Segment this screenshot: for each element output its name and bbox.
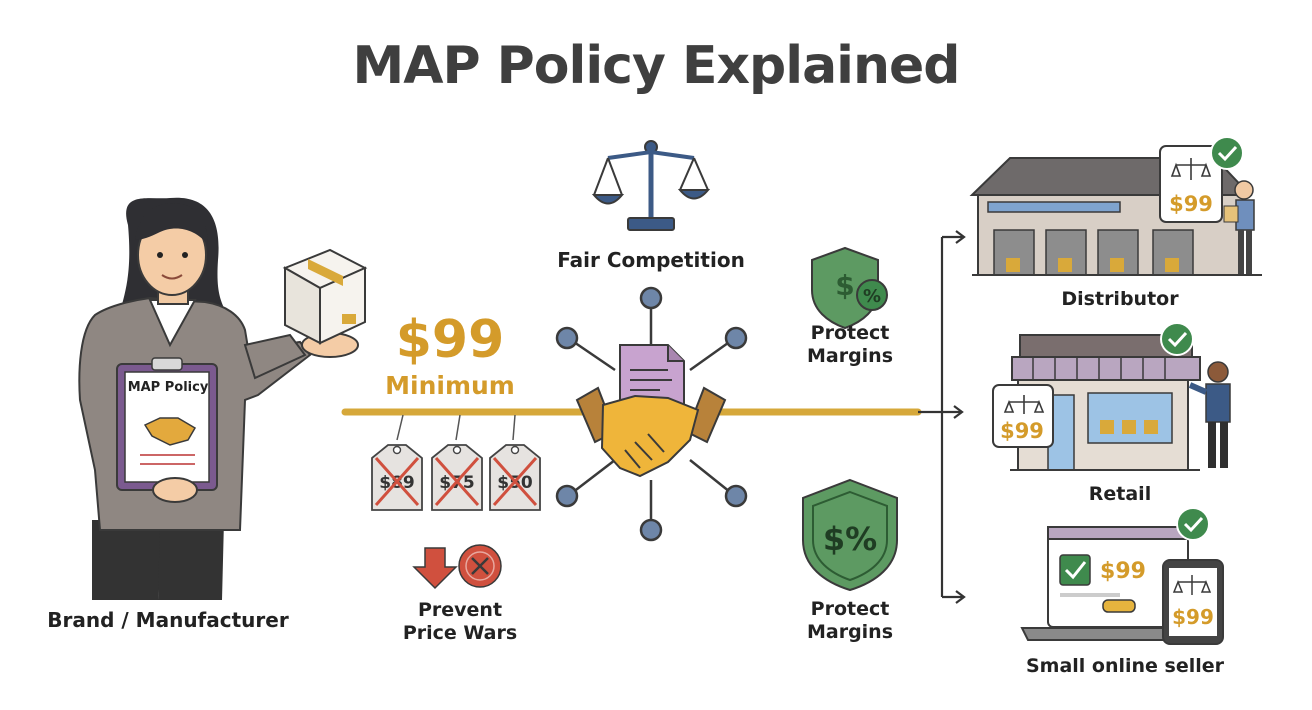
down-arrow-icon: [412, 547, 458, 590]
tablet-icon: $99: [1162, 559, 1224, 645]
page-title: MAP Policy Explained: [352, 36, 960, 96]
fair-competition-label: Fair Competition: [557, 248, 745, 272]
price-tag-1: $89: [371, 414, 423, 511]
package-box-icon: [282, 248, 368, 345]
check-icon-retail: [1160, 322, 1194, 356]
protect-margins-top-line2: Margins: [806, 345, 894, 367]
retail-label: Retail: [1088, 483, 1152, 505]
distribution-arrows: [918, 230, 966, 604]
small-online-seller-label: Small online seller: [1025, 655, 1225, 677]
prevent-label-line1: Prevent: [417, 599, 503, 621]
svg-text:$: $: [835, 269, 854, 302]
protect-margins-bottom-line1: Protect: [810, 598, 890, 620]
price-tag-2: $75: [431, 414, 483, 511]
online-price: $99: [1100, 559, 1146, 584]
distributor-label: Distributor: [1061, 288, 1179, 310]
document-icon: [619, 344, 685, 409]
protect-margins-top-line1: Protect: [810, 322, 890, 344]
map-price: $99: [395, 310, 505, 370]
clipboard-label: MAP Policy: [127, 380, 209, 395]
price-tag-3: $50: [489, 414, 541, 511]
map-policy-clipboard: [116, 357, 218, 491]
dollar-percent-shield-large-icon: $%: [802, 478, 898, 592]
check-icon-distributor: [1210, 136, 1244, 170]
laptop-icon: $99: [1020, 526, 1214, 641]
svg-text:$%: $%: [823, 520, 877, 558]
retail-price-card: $99: [992, 384, 1054, 448]
map-minimum-label: Minimum: [385, 371, 515, 400]
dollar-percent-shield-small-icon: $ %: [811, 246, 888, 330]
brand-manufacturer-label: Brand / Manufacturer: [47, 608, 289, 632]
scales-of-justice-icon: [591, 140, 711, 231]
check-icon-online: [1176, 507, 1210, 541]
protect-margins-bottom-line2: Margins: [806, 621, 894, 643]
tablet-price: $99: [1172, 605, 1214, 629]
svg-text:%: %: [863, 286, 881, 307]
manufacturer-figure: [78, 197, 368, 600]
distributor-price: $99: [1169, 192, 1213, 216]
retail-price: $99: [1000, 419, 1044, 443]
no-sign-icon: [458, 544, 502, 588]
network-hub: [555, 286, 748, 542]
distributor-price-card: $99: [1159, 145, 1223, 223]
handshake-icon: [143, 417, 197, 446]
prevent-label-line2: Price Wars: [402, 622, 518, 644]
handshake-icon: [575, 386, 727, 478]
